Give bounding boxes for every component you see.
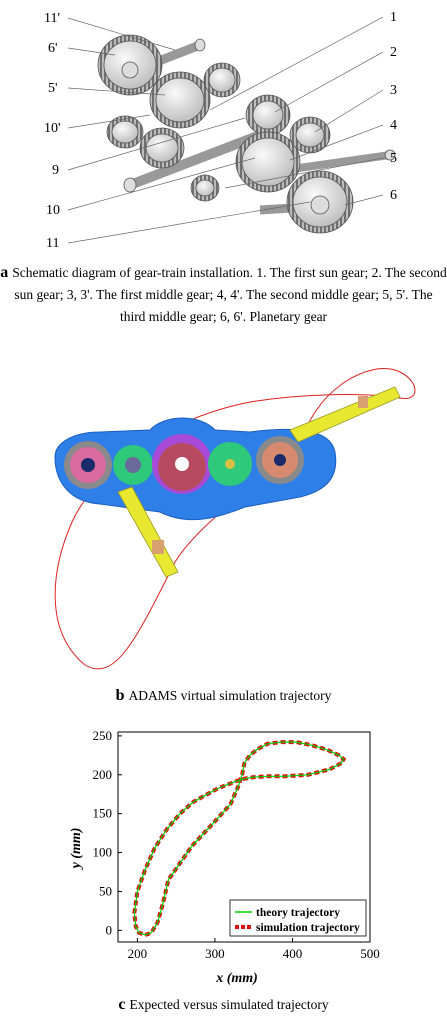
legend-box [229,899,367,937]
trajectory-chart-figure: 200 300 400 500 0 50 100 150 200 250 theory traje… [0,720,447,988]
gear-6prime [97,34,163,96]
caption-c-letter: c [118,996,126,1013]
y-axis-label: y (mm) [69,828,84,871]
gear-6 [286,170,354,234]
label-11: 11 [46,236,59,251]
x-axis-label: x (mm) [215,971,258,986]
caption-b-text: ADAMS virtual simulation trajectory [128,688,332,703]
gear-4 [235,131,301,193]
gear-5prime [149,71,211,129]
gear-train-figure: 11' 6' 5' 10' 9 10 11 1 2 3 4 5 6 [0,0,447,262]
adams-simulation-illustration [54,368,416,670]
trajectory-chart: 200 300 400 500 0 50 100 150 200 250 theory traje… [69,728,380,986]
plot-area [117,731,371,943]
label-6prime: 6' [48,41,58,56]
label-1: 1 [390,10,397,25]
gear-2 [245,94,291,136]
caption-a-letter: a [0,264,9,281]
gear-train-illustration: 11' 6' 5' 10' 9 10 11 1 2 3 4 5 6 [44,10,397,251]
y-tick-label: 50 [99,883,112,898]
link-arm-right [289,386,401,443]
gear-3 [289,116,331,154]
gear-10prime [106,115,144,149]
label-11prime: 11' [44,11,60,26]
y-tick-label: 100 [93,845,113,860]
gear-9 [139,127,185,169]
x-tick-label: 200 [128,946,148,961]
link-joint-right [358,396,368,408]
legend-label: simulation trajectory [256,922,360,934]
label-5: 5 [390,151,397,166]
label-2: 2 [390,45,397,60]
legend-label: theory trajectory [256,907,340,919]
label-3: 3 [390,83,397,98]
x-tick-label: 400 [283,946,303,961]
link-arm-left [117,486,179,578]
label-9: 9 [52,163,59,178]
caption-c-text: Expected versus simulated trajectory [129,997,329,1012]
caption-a-text: Schematic diagram of gear-train installa… [12,265,447,324]
theory-trajectory-line [133,741,345,936]
label-10prime: 10' [44,121,61,136]
link-joint-left [152,540,164,554]
caption-b-letter: b [115,687,125,704]
label-4: 4 [390,118,397,133]
y-tick-label: 0 [106,922,113,937]
leader-lines [67,16,384,244]
y-tick-label: 200 [93,767,113,782]
gear-small-top [203,62,241,98]
gear-10 [190,174,220,202]
x-tick-label: 300 [205,946,225,961]
adams-simulation-figure [0,332,447,677]
x-tick-label: 500 [360,946,380,961]
y-tick-label: 150 [93,806,113,821]
label-6: 6 [390,188,397,203]
label-10: 10 [46,203,60,218]
y-tick-label: 250 [93,728,113,743]
label-5prime: 5' [48,81,58,96]
